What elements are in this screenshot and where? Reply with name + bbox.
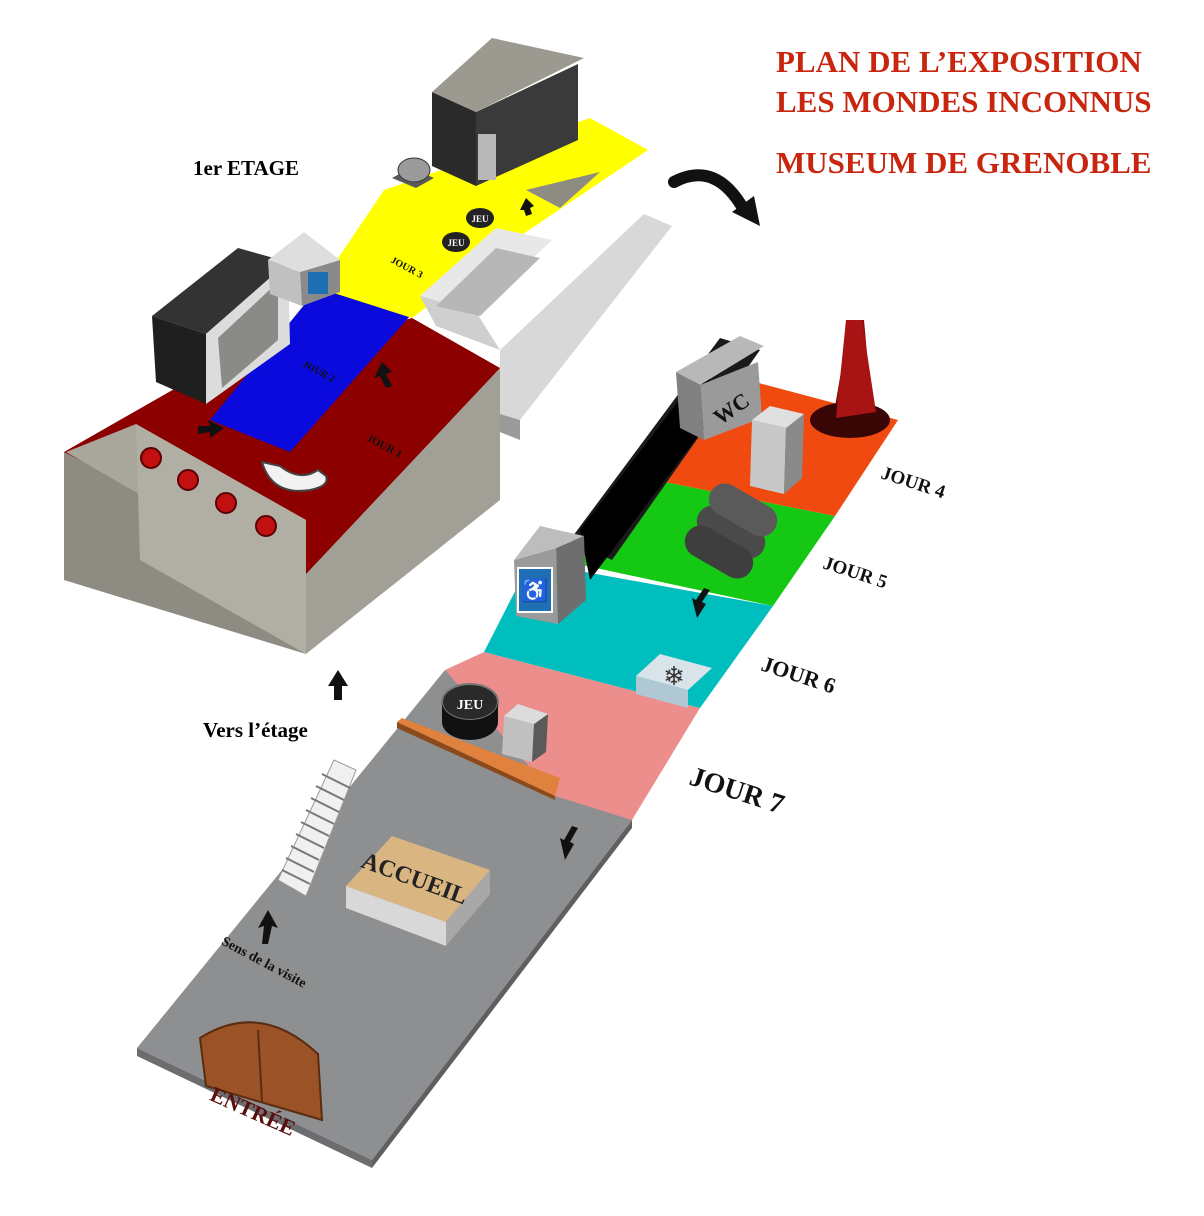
cone-front bbox=[836, 320, 876, 418]
jeu-drum-side-jour7 bbox=[442, 702, 498, 740]
arrow-down-jour7 bbox=[560, 826, 578, 860]
jeu-token-1-label: JEU bbox=[471, 214, 489, 224]
jeu-token-2 bbox=[442, 232, 470, 252]
accueil-desk-side bbox=[446, 870, 490, 946]
staircase bbox=[277, 759, 357, 897]
jour4-box-top bbox=[752, 406, 804, 428]
upper-walkway-edge bbox=[500, 414, 520, 440]
stair-opening-wall bbox=[420, 296, 500, 350]
upper-walkway bbox=[500, 214, 672, 420]
porthole-2 bbox=[177, 469, 199, 491]
accueil-desk-front bbox=[346, 886, 446, 946]
snowflake-box-top bbox=[636, 654, 712, 690]
ground-floor-edge-right bbox=[372, 820, 632, 1168]
porthole-1 bbox=[140, 447, 162, 469]
upper-elevator-sign bbox=[308, 272, 328, 294]
arrow-up-to-floor bbox=[328, 670, 348, 700]
black-cube-image bbox=[218, 282, 278, 388]
ground-floor-edge bbox=[137, 1048, 372, 1168]
map-title-line-1: PLAN DE L’EXPOSITION bbox=[776, 44, 1142, 79]
upper-small-cube-front bbox=[268, 260, 302, 306]
wc-block-top bbox=[676, 336, 764, 385]
porthole-4 bbox=[255, 515, 277, 537]
upper-floor-label: 1er ETAGE bbox=[193, 156, 299, 180]
elevator-sign bbox=[517, 567, 553, 613]
jeu-token-1 bbox=[466, 208, 494, 228]
corridor-wall-side bbox=[580, 360, 710, 580]
jour7-box-front bbox=[502, 716, 534, 762]
arrow-right-jour1 bbox=[198, 420, 224, 438]
label-jour4: JOUR 4 bbox=[878, 463, 948, 504]
wc-block-side bbox=[676, 372, 704, 440]
elevator-block-top bbox=[514, 526, 584, 560]
jour4-box-side bbox=[784, 414, 804, 494]
dark-building-front bbox=[432, 92, 476, 186]
orange-bench bbox=[397, 718, 560, 796]
jour7-box-top bbox=[504, 704, 548, 724]
map-title-line-2: LES MONDES INCONNUS bbox=[776, 84, 1152, 119]
accueil-desk-top bbox=[346, 836, 490, 922]
jour5-logs bbox=[684, 483, 778, 579]
porthole-3 bbox=[215, 492, 237, 514]
upper-railing bbox=[526, 172, 600, 208]
upper-slab-front-wall bbox=[306, 368, 500, 654]
black-cube-left bbox=[152, 316, 206, 404]
arrow-down-jour6 bbox=[692, 588, 710, 618]
wc-block-front bbox=[700, 362, 762, 440]
black-cube-top bbox=[152, 248, 288, 334]
dark-building-top bbox=[432, 38, 584, 112]
label-jour6: JOUR 6 bbox=[758, 651, 838, 698]
map-title-line-3: MUSEUM DE GRENOBLE bbox=[776, 145, 1152, 180]
orange-bench-side bbox=[397, 722, 555, 800]
jour7-box-side bbox=[532, 714, 548, 762]
arrow-up-entrance bbox=[258, 910, 278, 944]
curved-arrow-down bbox=[668, 169, 750, 216]
dark-building-side bbox=[476, 64, 578, 186]
snowflake-box-front bbox=[636, 676, 688, 708]
jeu-token-2-label: JEU bbox=[447, 238, 465, 248]
jour4-box-front bbox=[750, 420, 786, 494]
label-jour7: JOUR 7 bbox=[686, 761, 788, 821]
horseshoe-object bbox=[260, 460, 328, 492]
elevator-block-side bbox=[556, 536, 586, 624]
dome-top bbox=[397, 157, 431, 183]
jeu-label-jour7: JEU bbox=[457, 698, 483, 713]
zone-jour2 bbox=[210, 288, 410, 452]
entrance-door-split bbox=[257, 1029, 263, 1103]
curved-arrow-head bbox=[732, 196, 760, 226]
stair-opening-inner bbox=[436, 248, 540, 316]
arrow-up-jour3 bbox=[520, 198, 534, 216]
arrow-up-jour1 bbox=[374, 362, 392, 388]
upper-small-cube-top bbox=[268, 232, 340, 272]
snowflake-icon: ❄ bbox=[663, 662, 685, 691]
elevator-icon: ♿ bbox=[521, 578, 548, 603]
label-jour5: JOUR 5 bbox=[820, 553, 889, 593]
dark-building-door bbox=[478, 134, 496, 180]
to-upper-floor-label: Vers l’étage bbox=[203, 718, 308, 742]
